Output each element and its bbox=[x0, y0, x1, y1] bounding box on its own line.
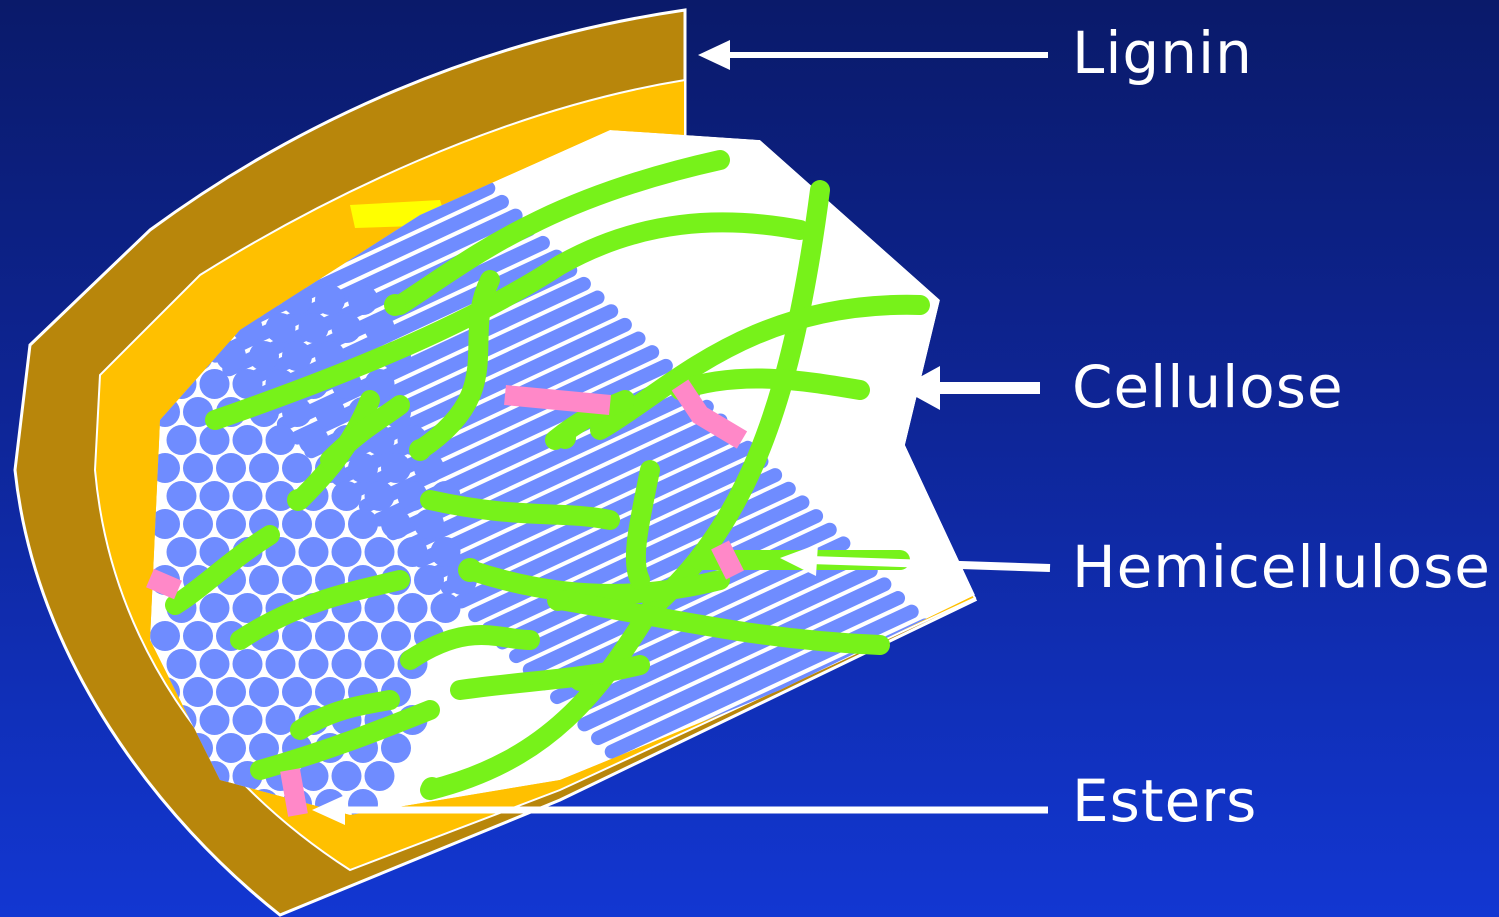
hemicellulose-node bbox=[421, 777, 443, 799]
cellulose-cross-section bbox=[167, 425, 197, 455]
cellulose-cross-section bbox=[299, 425, 329, 455]
cellulose-label: Cellulose bbox=[1072, 358, 1344, 416]
cellulose-cross-section bbox=[431, 593, 461, 623]
cellulose-cross-section bbox=[233, 481, 263, 511]
cellulose-cross-section bbox=[332, 313, 362, 343]
cellulose-cross-section bbox=[332, 649, 362, 679]
cellulose-cross-section bbox=[365, 761, 395, 791]
ester-link bbox=[505, 395, 610, 405]
cellulose-cross-section bbox=[299, 649, 329, 679]
cellulose-cross-section bbox=[282, 341, 312, 371]
hemicellulose-label: Hemicellulose bbox=[1072, 538, 1491, 596]
cellulose-cross-section bbox=[249, 565, 279, 595]
cellulose-cross-section bbox=[233, 649, 263, 679]
hemicellulose-node bbox=[409, 439, 431, 461]
cellulose-cross-section bbox=[315, 285, 345, 315]
hemicellulose-node bbox=[554, 427, 576, 449]
cellulose-cross-section bbox=[414, 565, 444, 595]
cellulose-cross-section bbox=[398, 537, 428, 567]
cellulose-cross-section bbox=[249, 677, 279, 707]
cellulose-cross-section bbox=[249, 453, 279, 483]
cellulose-cross-section bbox=[216, 677, 246, 707]
cellulose-cross-section bbox=[332, 537, 362, 567]
cellulose-cross-section bbox=[348, 453, 378, 483]
hemicellulose-node bbox=[384, 294, 406, 316]
cellulose-cross-section bbox=[348, 509, 378, 539]
cellulose-cross-section bbox=[183, 509, 213, 539]
cellulose-cross-section bbox=[414, 509, 444, 539]
cellulose-cross-section bbox=[365, 649, 395, 679]
cellulose-cross-section bbox=[167, 649, 197, 679]
cellulose-cross-section bbox=[348, 621, 378, 651]
cellulose-cross-section bbox=[216, 509, 246, 539]
cellulose-cross-section bbox=[167, 537, 197, 567]
cellulose-cross-section bbox=[216, 733, 246, 763]
cellulose-cross-section bbox=[266, 649, 296, 679]
cellulose-cross-section bbox=[150, 621, 180, 651]
hemicellulose-node bbox=[458, 558, 482, 582]
cellulose-cross-section bbox=[315, 621, 345, 651]
ester-link bbox=[290, 770, 298, 815]
ester-link bbox=[150, 578, 178, 590]
cellulose-cross-section bbox=[332, 761, 362, 791]
cellulose-cross-section bbox=[200, 369, 230, 399]
cellulose-cross-section bbox=[249, 341, 279, 371]
cellulose-cross-section bbox=[332, 481, 362, 511]
esters-label: Esters bbox=[1072, 772, 1257, 830]
cellulose-cross-section bbox=[200, 593, 230, 623]
cellulose-cross-section bbox=[381, 621, 411, 651]
cellulose-cross-section bbox=[200, 481, 230, 511]
cellulose-cross-section bbox=[365, 313, 395, 343]
cellulose-cross-section bbox=[315, 397, 345, 427]
cellulose-cross-section bbox=[183, 453, 213, 483]
ester-link bbox=[720, 545, 735, 575]
cellulose-cross-section bbox=[381, 509, 411, 539]
cellulose-cross-section bbox=[216, 453, 246, 483]
cellulose-cross-section bbox=[365, 537, 395, 567]
cellulose-cross-section bbox=[398, 593, 428, 623]
cellulose-cross-section bbox=[348, 285, 378, 315]
hemicellulose-node bbox=[547, 589, 569, 611]
cellulose-cross-section bbox=[282, 565, 312, 595]
cellulose-cross-section bbox=[282, 677, 312, 707]
cellulose-cross-section bbox=[200, 705, 230, 735]
cellulose-cross-section bbox=[365, 481, 395, 511]
cellulose-cross-section bbox=[200, 649, 230, 679]
cellulose-cross-section bbox=[266, 313, 296, 343]
cellulose-cross-section bbox=[266, 425, 296, 455]
hemicellulose-strand bbox=[680, 378, 860, 390]
cellulose-cross-section bbox=[315, 509, 345, 539]
cellulose-cross-section bbox=[167, 481, 197, 511]
hemicellulose-node bbox=[287, 489, 309, 511]
cellulose-cross-section bbox=[183, 621, 213, 651]
cellulose-cross-section bbox=[299, 313, 329, 343]
lignin-arrow bbox=[698, 40, 1048, 70]
lignin-label: Lignin bbox=[1072, 24, 1253, 82]
cellulose-cross-section bbox=[431, 537, 461, 567]
cellulose-cross-section bbox=[282, 509, 312, 539]
cellulose-cross-section bbox=[299, 537, 329, 567]
cellulose-cross-section bbox=[233, 425, 263, 455]
cellulose-cross-section bbox=[282, 621, 312, 651]
hemicellulose-node bbox=[569, 669, 591, 691]
cellulose-cross-section bbox=[381, 453, 411, 483]
cellulose-cross-section bbox=[233, 705, 263, 735]
cellulose-cross-section bbox=[183, 677, 213, 707]
